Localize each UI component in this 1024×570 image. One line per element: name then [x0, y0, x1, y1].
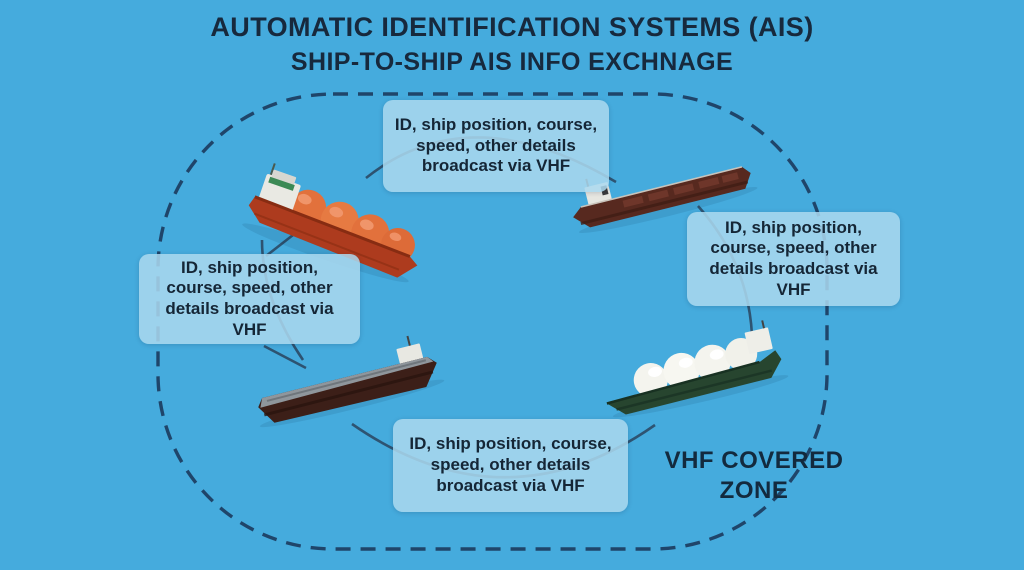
- broadcast-info-box-left: ID, ship position, course, speed, other …: [139, 254, 360, 344]
- vhf-covered-zone-label: VHF COVERED ZONE: [664, 447, 844, 504]
- ship-bulk-tanker-maroon-icon: [573, 166, 758, 234]
- page-title: AUTOMATIC IDENTIFICATION SYSTEMS (AIS): [210, 12, 814, 42]
- broadcast-info-box-top: ID, ship position, course, speed, other …: [383, 100, 609, 192]
- broadcast-info-box-right: ID, ship position, course, speed, other …: [687, 212, 900, 306]
- ship-tanker-grey-deck-icon: [258, 335, 445, 428]
- ship-lng-carrier-green-icon: [606, 320, 789, 418]
- page-subtitle: SHIP-TO-SHIP AIS INFO EXCHNAGE: [290, 48, 734, 76]
- ship-lng-carrier-orange-icon: [242, 163, 418, 283]
- pointer-left-box-to-bottom-ship: [263, 344, 307, 370]
- broadcast-info-box-bottom: ID, ship position, course, speed, other …: [393, 419, 628, 512]
- vhf-zone-boundary: [156, 92, 829, 551]
